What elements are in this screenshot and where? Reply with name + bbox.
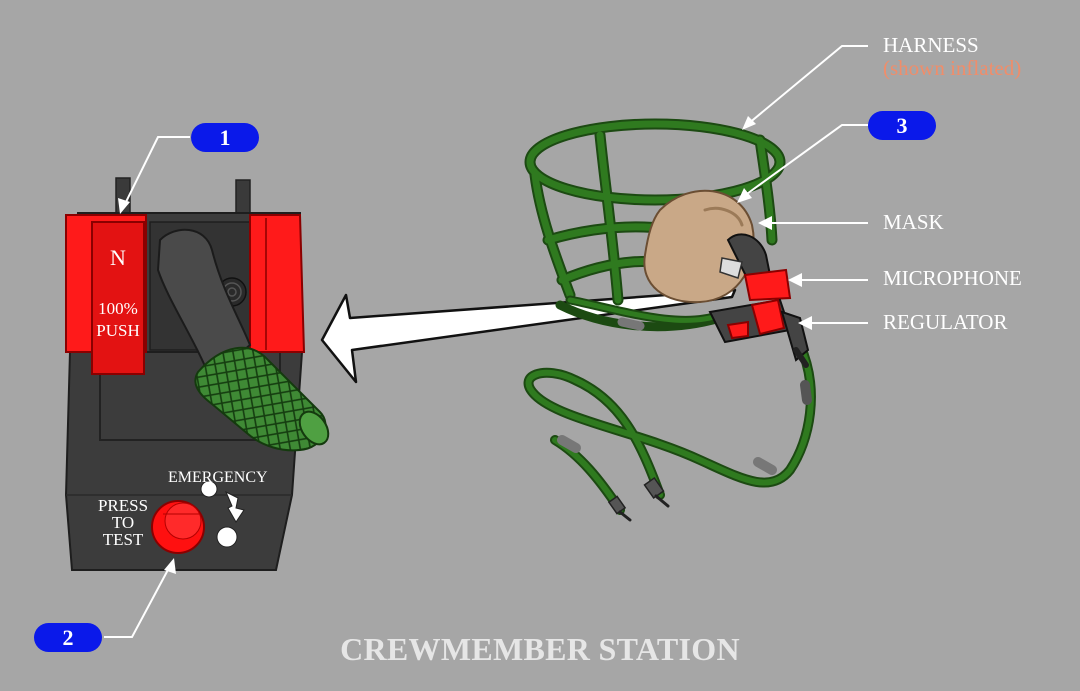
oxygen-lever[interactable] (91, 221, 145, 375)
harness-note: (shown inflated) (883, 56, 1022, 80)
to-label: TO (111, 513, 135, 532)
badge-3[interactable]: 3 (868, 111, 936, 140)
test-label: TEST (102, 530, 144, 549)
zoom-arrow (320, 288, 737, 384)
lever-100-label: 100% (98, 299, 138, 318)
mask-label: MASK (883, 210, 944, 234)
microphone-label: MICROPHONE (883, 266, 1022, 290)
emergency-label: EMERGENCY (168, 469, 268, 486)
callout-leaders (104, 45, 868, 638)
badge-2[interactable]: 2 (34, 623, 102, 652)
regulator-label: REGULATOR (883, 310, 1008, 334)
lever-n-label: N (110, 245, 126, 270)
harness-label: HARNESS (883, 33, 979, 57)
page-title: CREWMEMBER STATION (340, 631, 740, 667)
press-label: PRESS (97, 496, 149, 515)
mask-assembly (523, 118, 816, 522)
regulator-panel (64, 177, 330, 571)
badge-1[interactable]: 1 (191, 123, 259, 152)
callout-arrowheads (118, 116, 812, 574)
lever-push-label: PUSH (96, 321, 140, 340)
